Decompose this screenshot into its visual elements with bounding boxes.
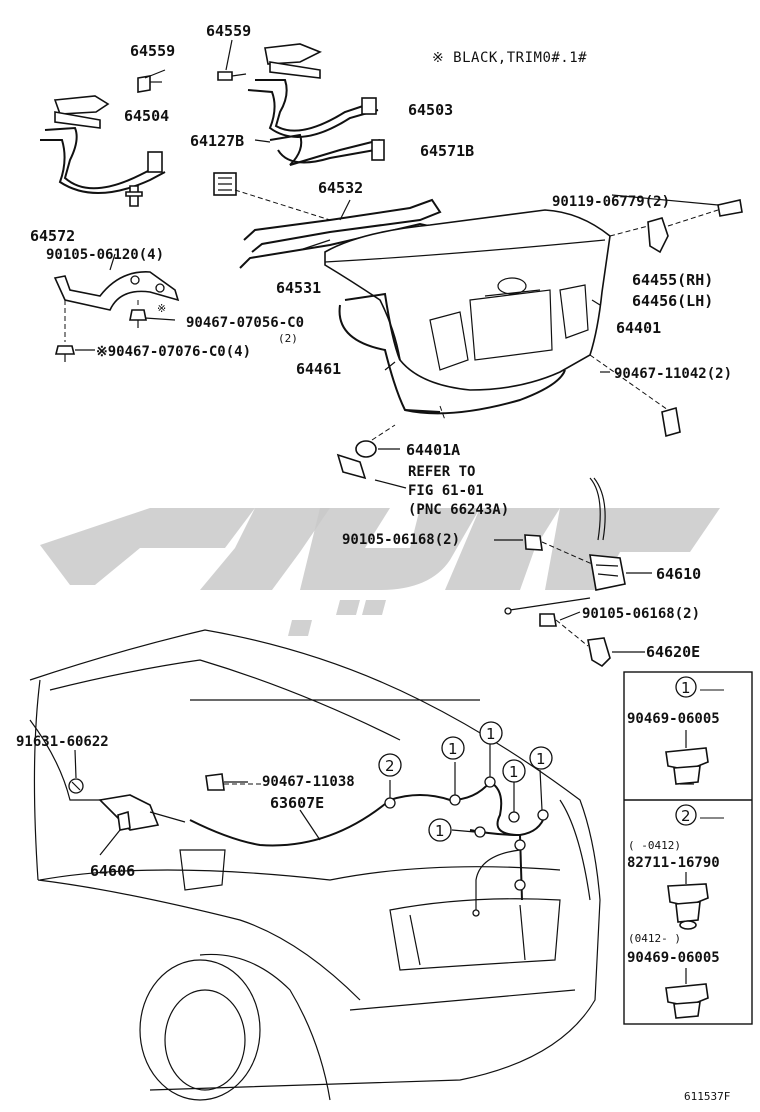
label-64401: 64401 (616, 319, 661, 337)
legend-2-part-1: 82711-16790 (627, 855, 720, 871)
label-90467-11042: 90467-11042(2) (614, 366, 732, 382)
trunk-lid (324, 199, 743, 480)
legend-frame (623, 671, 753, 1025)
label-64532: 64532 (318, 179, 363, 197)
label-90105-06168-upper: 90105-06168(2) (342, 532, 460, 548)
callout-markers: 2 1 1 1 1 1 (378, 721, 553, 842)
label-90119-06779: 90119-06779(2) (552, 194, 670, 210)
label-64504: 64504 (124, 107, 169, 125)
callout-1-a: 1 (448, 740, 458, 758)
car-body (29, 629, 601, 1101)
hinge-left-assembly (40, 75, 166, 207)
label-90105-06120: 90105-06120(4) (46, 247, 164, 263)
label-pnc-66243a: (PNC 66243A) (408, 502, 509, 518)
hinge-right-assembly (217, 43, 385, 166)
label-64455: 64455(RH) (632, 271, 713, 289)
figure-code: 611537F (684, 1090, 730, 1103)
label-64461: 64461 (296, 360, 341, 378)
clip-icon-2b (665, 968, 709, 1019)
callout-1-c: 1 (509, 763, 519, 781)
note-black-trim: ※ BLACK,TRIM0#.1# (432, 50, 587, 66)
stopper-64127b (213, 172, 237, 196)
label-90467-07056: 90467-07056-C0 (186, 315, 304, 331)
legend-2-part-2: 90469-06005 (627, 950, 720, 966)
callout-1-e: 1 (435, 822, 445, 840)
bracket-64572 (53, 271, 180, 362)
label-90105-06168-lower: 90105-06168(2) (582, 606, 700, 622)
clip-icon-1 (665, 730, 709, 785)
label-64559-right: 64559 (206, 22, 251, 40)
label-64620e: 64620E (646, 643, 700, 661)
label-90467-07076: ※90467-07076-C0(4) (96, 344, 251, 360)
label-90467-07056-qty: (2) (278, 332, 298, 345)
label-64571b: 64571B (420, 142, 474, 160)
label-64401a: 64401A (406, 441, 460, 459)
label-64610: 64610 (656, 565, 701, 583)
part-labels: 64559 64559 64504 64503 64127B 64571B 64… (16, 22, 732, 1103)
legend-2-range-2: (0412- ) (628, 932, 681, 945)
label-64531: 64531 (276, 279, 321, 297)
label-64456: 64456(LH) (632, 292, 713, 310)
callout-1-d: 1 (536, 750, 546, 768)
label-64503: 64503 (408, 101, 453, 119)
label-64559-left: 64559 (130, 42, 175, 60)
callout-1-b: 1 (486, 725, 496, 743)
callout-2-cable: 2 (385, 757, 395, 775)
release-cable (68, 742, 549, 917)
leader-lines (74, 39, 719, 856)
clip-legend: 1 90469-06005 2 ( -0412) 82711-16790 (04… (623, 671, 753, 1025)
label-64127b: 64127B (190, 132, 244, 150)
legend-2-range-1: ( -0412) (628, 839, 681, 852)
label-64606: 64606 (90, 862, 135, 880)
label-refer-to: REFER TO (408, 464, 475, 480)
legend-2-number: 2 (681, 807, 691, 825)
label-90467-11038: 90467-11038 (262, 774, 355, 790)
legend-1-part: 90469-06005 (627, 711, 720, 727)
watermark-logo (40, 508, 720, 636)
label-mark-asterisk: ※ (157, 302, 166, 315)
lock-assembly (504, 477, 626, 668)
label-fig-61-01: FIG 61-01 (408, 483, 484, 499)
legend-1-number: 1 (681, 679, 691, 697)
clip-icon-2a (667, 872, 709, 930)
label-63607e: 63607E (270, 794, 324, 812)
label-91631-60622: 91631-60622 (16, 734, 109, 750)
label-64572: 64572 (30, 227, 75, 245)
